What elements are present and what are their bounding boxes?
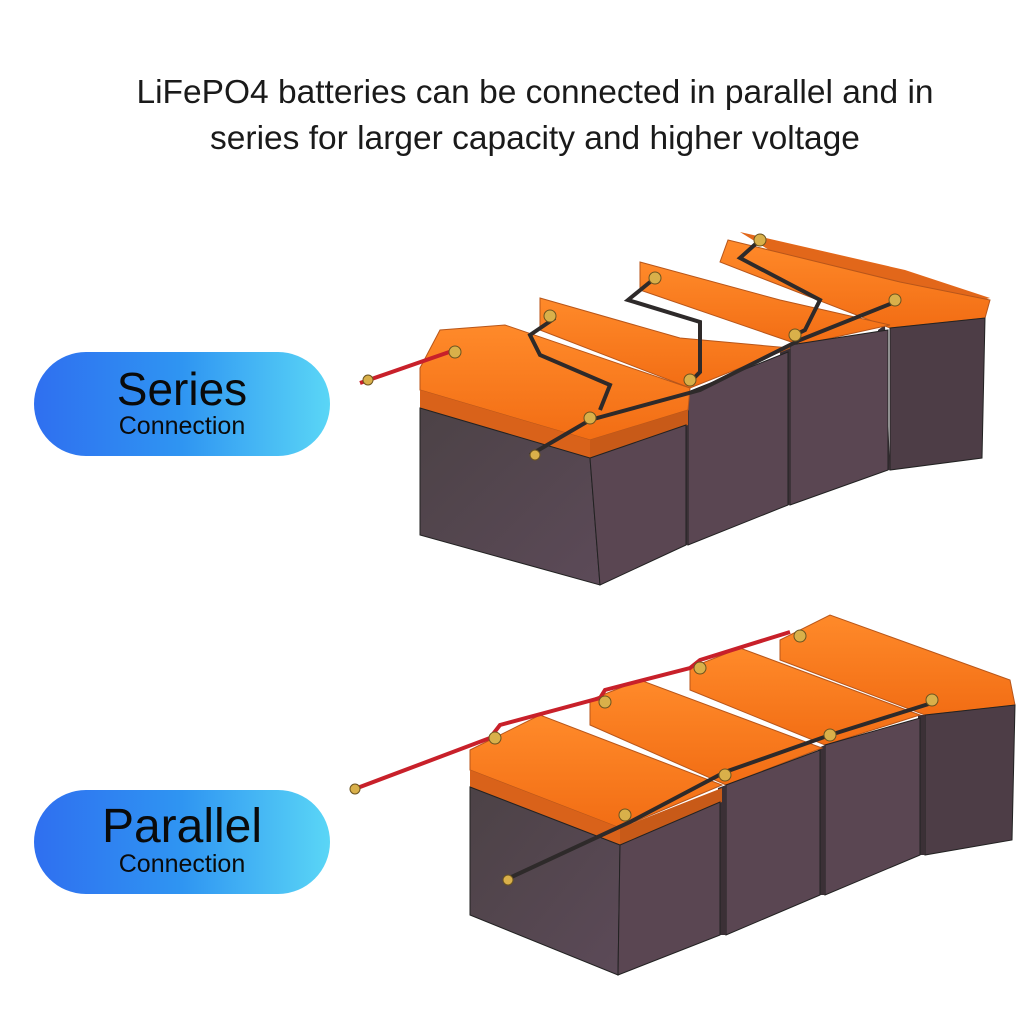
series-terminals xyxy=(362,233,902,461)
parallel-subtitle: Connection xyxy=(118,850,246,878)
headline-line-2: series for larger capacity and higher vo… xyxy=(210,120,860,157)
parallel-terminals xyxy=(349,629,939,886)
battery-bank-series-icon xyxy=(359,232,991,586)
series-positive-cable xyxy=(359,348,456,385)
parallel-battery-3 xyxy=(689,647,922,896)
parallel-battery-4 xyxy=(779,614,1016,856)
headline-line-1: LiFePO4 batteries can be connected in pa… xyxy=(136,74,934,111)
series-title: Series xyxy=(116,363,248,415)
series-connection-badge: Series Connection xyxy=(34,352,330,456)
parallel-battery-1 xyxy=(469,714,724,976)
series-subtitle: Connection xyxy=(118,412,246,440)
parallel-title: Parallel xyxy=(101,800,263,853)
parallel-connection-badge: Parallel Connection xyxy=(34,790,330,894)
battery-bank-parallel-icon xyxy=(349,614,1016,976)
series-negative-cable xyxy=(528,298,901,457)
headline: LiFePO4 batteries can be connected in pa… xyxy=(60,70,1010,162)
